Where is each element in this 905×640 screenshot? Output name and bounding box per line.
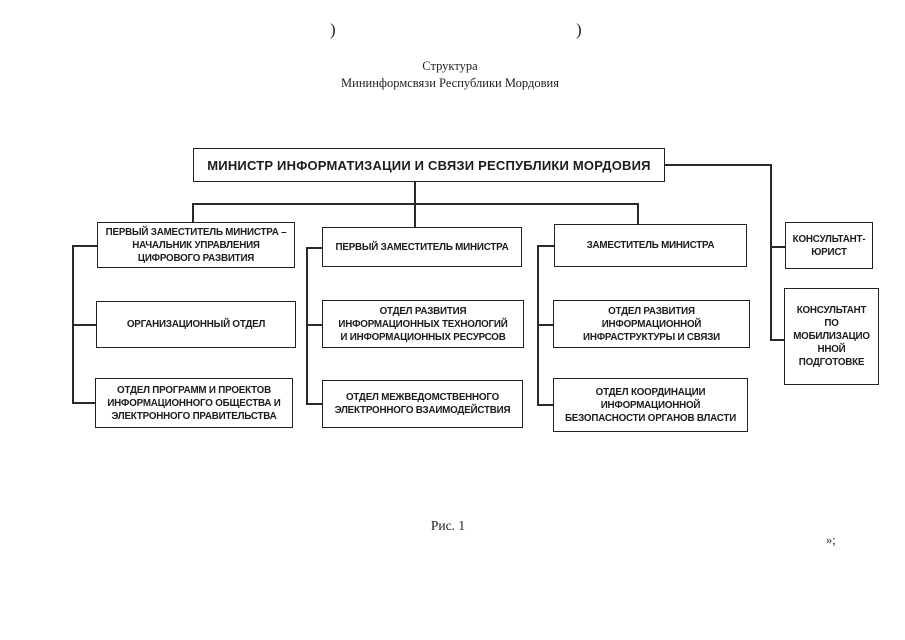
connector-line — [306, 247, 322, 249]
connector-line — [537, 324, 553, 326]
connector-line — [537, 404, 553, 406]
org-box-first-deputy: ПЕРВЫЙ ЗАМЕСТИТЕЛЬ МИНИСТРА — [322, 227, 522, 267]
connector-line — [770, 339, 784, 341]
connector-line — [306, 247, 308, 404]
org-box-security-dept: ОТДЕЛ КООРДИНАЦИИ ИНФОРМАЦИОННОЙ БЕЗОПАС… — [553, 378, 748, 432]
connector-line — [72, 324, 96, 326]
org-box-programs-dept: ОТДЕЛ ПРОГРАММ И ПРОЕКТОВ ИНФОРМАЦИОННОГ… — [95, 378, 293, 428]
doc-title-line1: Структура — [422, 59, 478, 73]
connector-line — [414, 182, 416, 227]
connector-line — [192, 203, 638, 205]
connector-line — [72, 402, 95, 404]
connector-line — [770, 164, 772, 340]
trailing-quote-mark: »; — [826, 533, 836, 547]
org-box-consultant-mobilization: КОНСУЛЬТАНТ ПО МОБИЛИЗАЦИО ННОЙ ПОДГОТОВ… — [784, 288, 879, 385]
connector-line — [537, 245, 554, 247]
doc-title-line2: Мининформсвязи Республики Мордовия — [341, 76, 559, 90]
org-box-infrastructure-dept: ОТДЕЛ РАЗВИТИЯ ИНФОРМАЦИОННОЙ ИНФРАСТРУК… — [553, 300, 750, 348]
org-box-organizational-dept: ОРГАНИЗАЦИОННЫЙ ОТДЕЛ — [96, 301, 296, 348]
connector-line — [72, 245, 97, 247]
scan-parenthesis-left: ) — [330, 20, 336, 39]
connector-line — [665, 164, 770, 166]
org-box-interagency-dept: ОТДЕЛ МЕЖВЕДОМСТВЕННОГО ЭЛЕКТРОННОГО ВЗА… — [322, 380, 523, 428]
connector-line — [770, 246, 785, 248]
connector-line — [637, 203, 639, 224]
connector-line — [192, 203, 194, 222]
org-box-first-deputy-digital: ПЕРВЫЙ ЗАМЕСТИТЕЛЬ МИНИСТРА – НАЧАЛЬНИК … — [97, 222, 295, 268]
doc-title: Структура Мининформсвязи Республики Морд… — [250, 58, 650, 92]
connector-line — [306, 403, 322, 405]
org-box-it-development-dept: ОТДЕЛ РАЗВИТИЯ ИНФОРМАЦИОННЫХ ТЕХНОЛОГИЙ… — [322, 300, 524, 348]
org-box-consultant-lawyer: КОНСУЛЬТАНТ- ЮРИСТ — [785, 222, 873, 269]
org-box-minister: МИНИСТР ИНФОРМАТИЗАЦИИ И СВЯЗИ РЕСПУБЛИК… — [193, 148, 665, 182]
org-box-deputy-minister: ЗАМЕСТИТЕЛЬ МИНИСТРА — [554, 224, 747, 267]
connector-line — [306, 324, 322, 326]
scan-parenthesis-right: ) — [576, 20, 582, 39]
figure-caption: Рис. 1 — [430, 518, 466, 533]
